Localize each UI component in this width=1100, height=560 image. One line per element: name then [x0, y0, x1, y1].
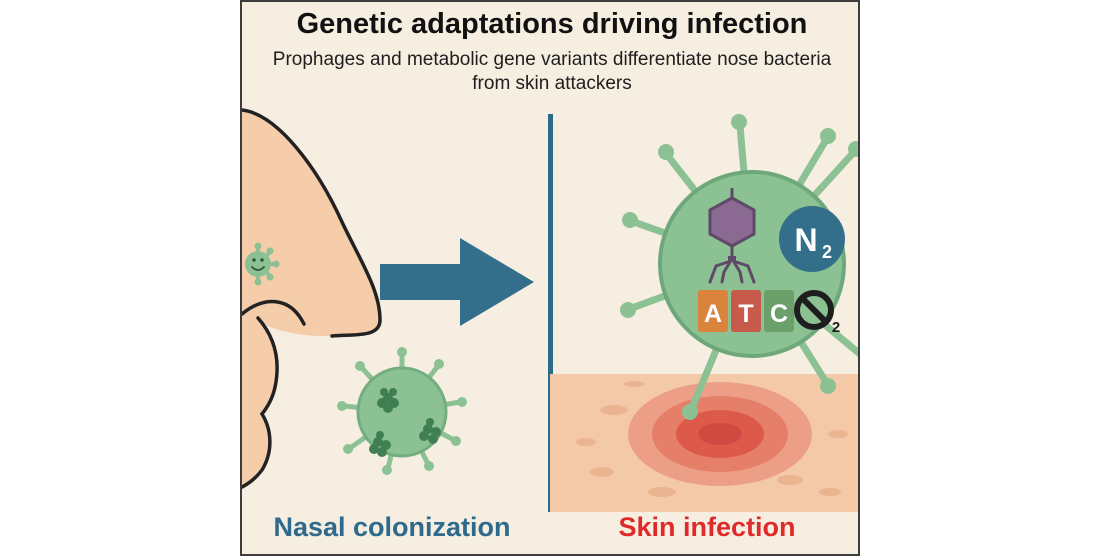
- nitrogen-icon: N 2: [779, 206, 845, 272]
- figure-subtitle: Prophages and metabolic gene variants di…: [272, 49, 832, 94]
- oxygen-subscript: 2: [832, 319, 840, 336]
- panel-divider: [548, 114, 553, 512]
- illustration: N 2 A T C 2: [242, 108, 858, 512]
- base-t-label: T: [738, 300, 753, 328]
- smiling-bacterium-icon: [245, 242, 280, 286]
- skin-lesion-illustration: [550, 374, 858, 512]
- progression-arrow: [380, 238, 534, 326]
- nose-illustration: [242, 108, 382, 489]
- prophage-icon: [708, 188, 756, 284]
- base-c-label: C: [770, 300, 788, 328]
- graphical-abstract: N 2 A T C 2 Genetic adaptations driving …: [240, 0, 860, 556]
- nasal-colonization-caption: Nasal colonization: [273, 512, 511, 542]
- no-oxygen-icon: 2: [794, 290, 840, 336]
- nitrogen-subscript: 2: [822, 242, 832, 262]
- nitrogen-letter: N: [794, 222, 817, 258]
- base-tile-c: [764, 290, 794, 332]
- nasal-bacterium-icon: [337, 347, 467, 475]
- base-tile-a: [698, 290, 728, 332]
- base-a-label: A: [704, 300, 722, 328]
- dna-bases: A T C: [698, 290, 794, 332]
- base-tile-t: [731, 290, 761, 332]
- skin-infection-caption: Skin infection: [618, 512, 796, 542]
- figure-title: Genetic adaptations driving infection: [296, 8, 808, 40]
